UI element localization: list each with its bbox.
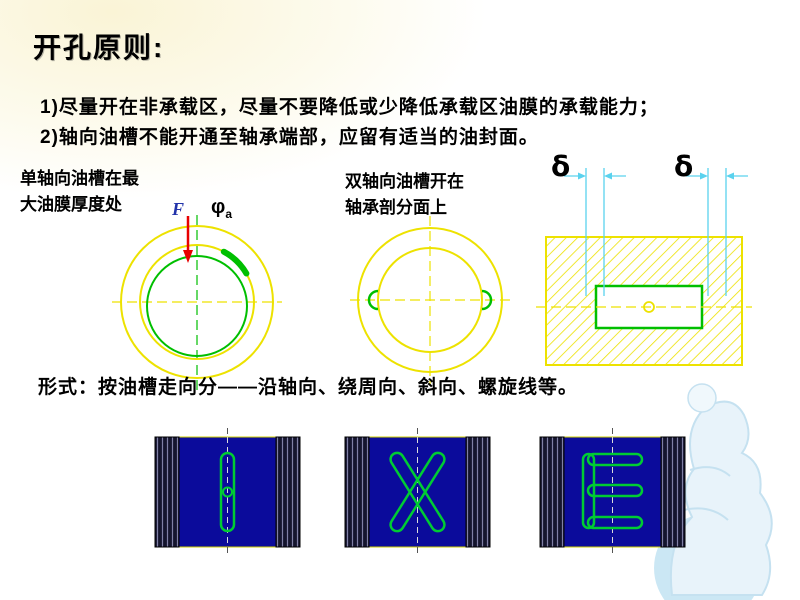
bearing-bore-circle: [377, 247, 483, 353]
end-hatch-right: [275, 436, 301, 548]
phi-subscript: a: [225, 207, 232, 221]
principle-point-1: 1)尽量开在非承载区，尽量不要降低或少降低承载区油膜的承载能力；: [40, 97, 659, 118]
side-section-diagram: [536, 168, 752, 366]
spiral-groove-bar-1: [586, 452, 644, 467]
bearing-outer-circle: [120, 225, 274, 379]
end-hatch-left: [154, 436, 180, 548]
single-axial-groove-diagram: [112, 215, 282, 392]
principle-point-2: 2)轴向油槽不能开通至轴承端部，应留有适当的油封面。: [40, 127, 539, 148]
bearing-outer-circle: [357, 227, 503, 373]
oil-hole-circle: [643, 301, 655, 313]
groove-forms-text: 形式：按油槽走向分——沿轴向、绕周向、斜向、螺旋线等。: [38, 377, 579, 398]
delta-dimension-arrows: [578, 172, 734, 180]
double-groove-label-line2: 轴承剖分面上: [345, 198, 447, 217]
phi-a-arc: [220, 248, 250, 277]
axial-groove-pattern-block: [154, 428, 301, 556]
double-groove-label-line1: 双轴向油槽开在: [345, 172, 464, 191]
force-symbol-label: F: [172, 199, 185, 219]
spiral-groove-spine: [581, 452, 596, 530]
single-groove-label-line1: 单轴向油槽在最: [20, 169, 139, 188]
oil-hole: [222, 486, 233, 498]
end-hatch-right: [660, 436, 686, 548]
double-axial-groove-diagram: [350, 216, 510, 384]
journal-circle: [146, 255, 248, 357]
end-hatch-right: [465, 436, 491, 548]
bearing-bore-circle: [139, 244, 255, 360]
spiral-groove-pattern-block: [539, 428, 686, 556]
delta-dimension-lines: [564, 168, 748, 296]
cross-groove-a: [389, 451, 446, 533]
double-groove-label: 双轴向油槽开在 轴承剖分面上: [345, 169, 464, 221]
single-groove-label: 单轴向油槽在最 大油膜厚度处: [20, 166, 139, 218]
cross-groove-b: [389, 451, 446, 533]
delta-right-label: δ: [674, 150, 694, 183]
left-groove-notch: [367, 289, 379, 311]
end-hatch-left: [539, 436, 565, 548]
phi-glyph: φ: [211, 196, 226, 218]
page-title: 开孔原则:: [33, 32, 165, 63]
phi-a-label: φa: [211, 196, 232, 221]
spiral-groove-bar-3: [586, 515, 644, 530]
end-hatch-left: [344, 436, 370, 548]
axial-groove-shape: [219, 451, 236, 533]
spiral-groove-bar-2: [586, 483, 644, 498]
delta-left-label: δ: [551, 150, 571, 183]
right-groove-notch: [481, 289, 493, 311]
single-groove-label-line2: 大油膜厚度处: [20, 195, 122, 214]
force-arrowhead-icon: [183, 250, 193, 263]
inclined-groove-pattern-block: [344, 428, 491, 556]
